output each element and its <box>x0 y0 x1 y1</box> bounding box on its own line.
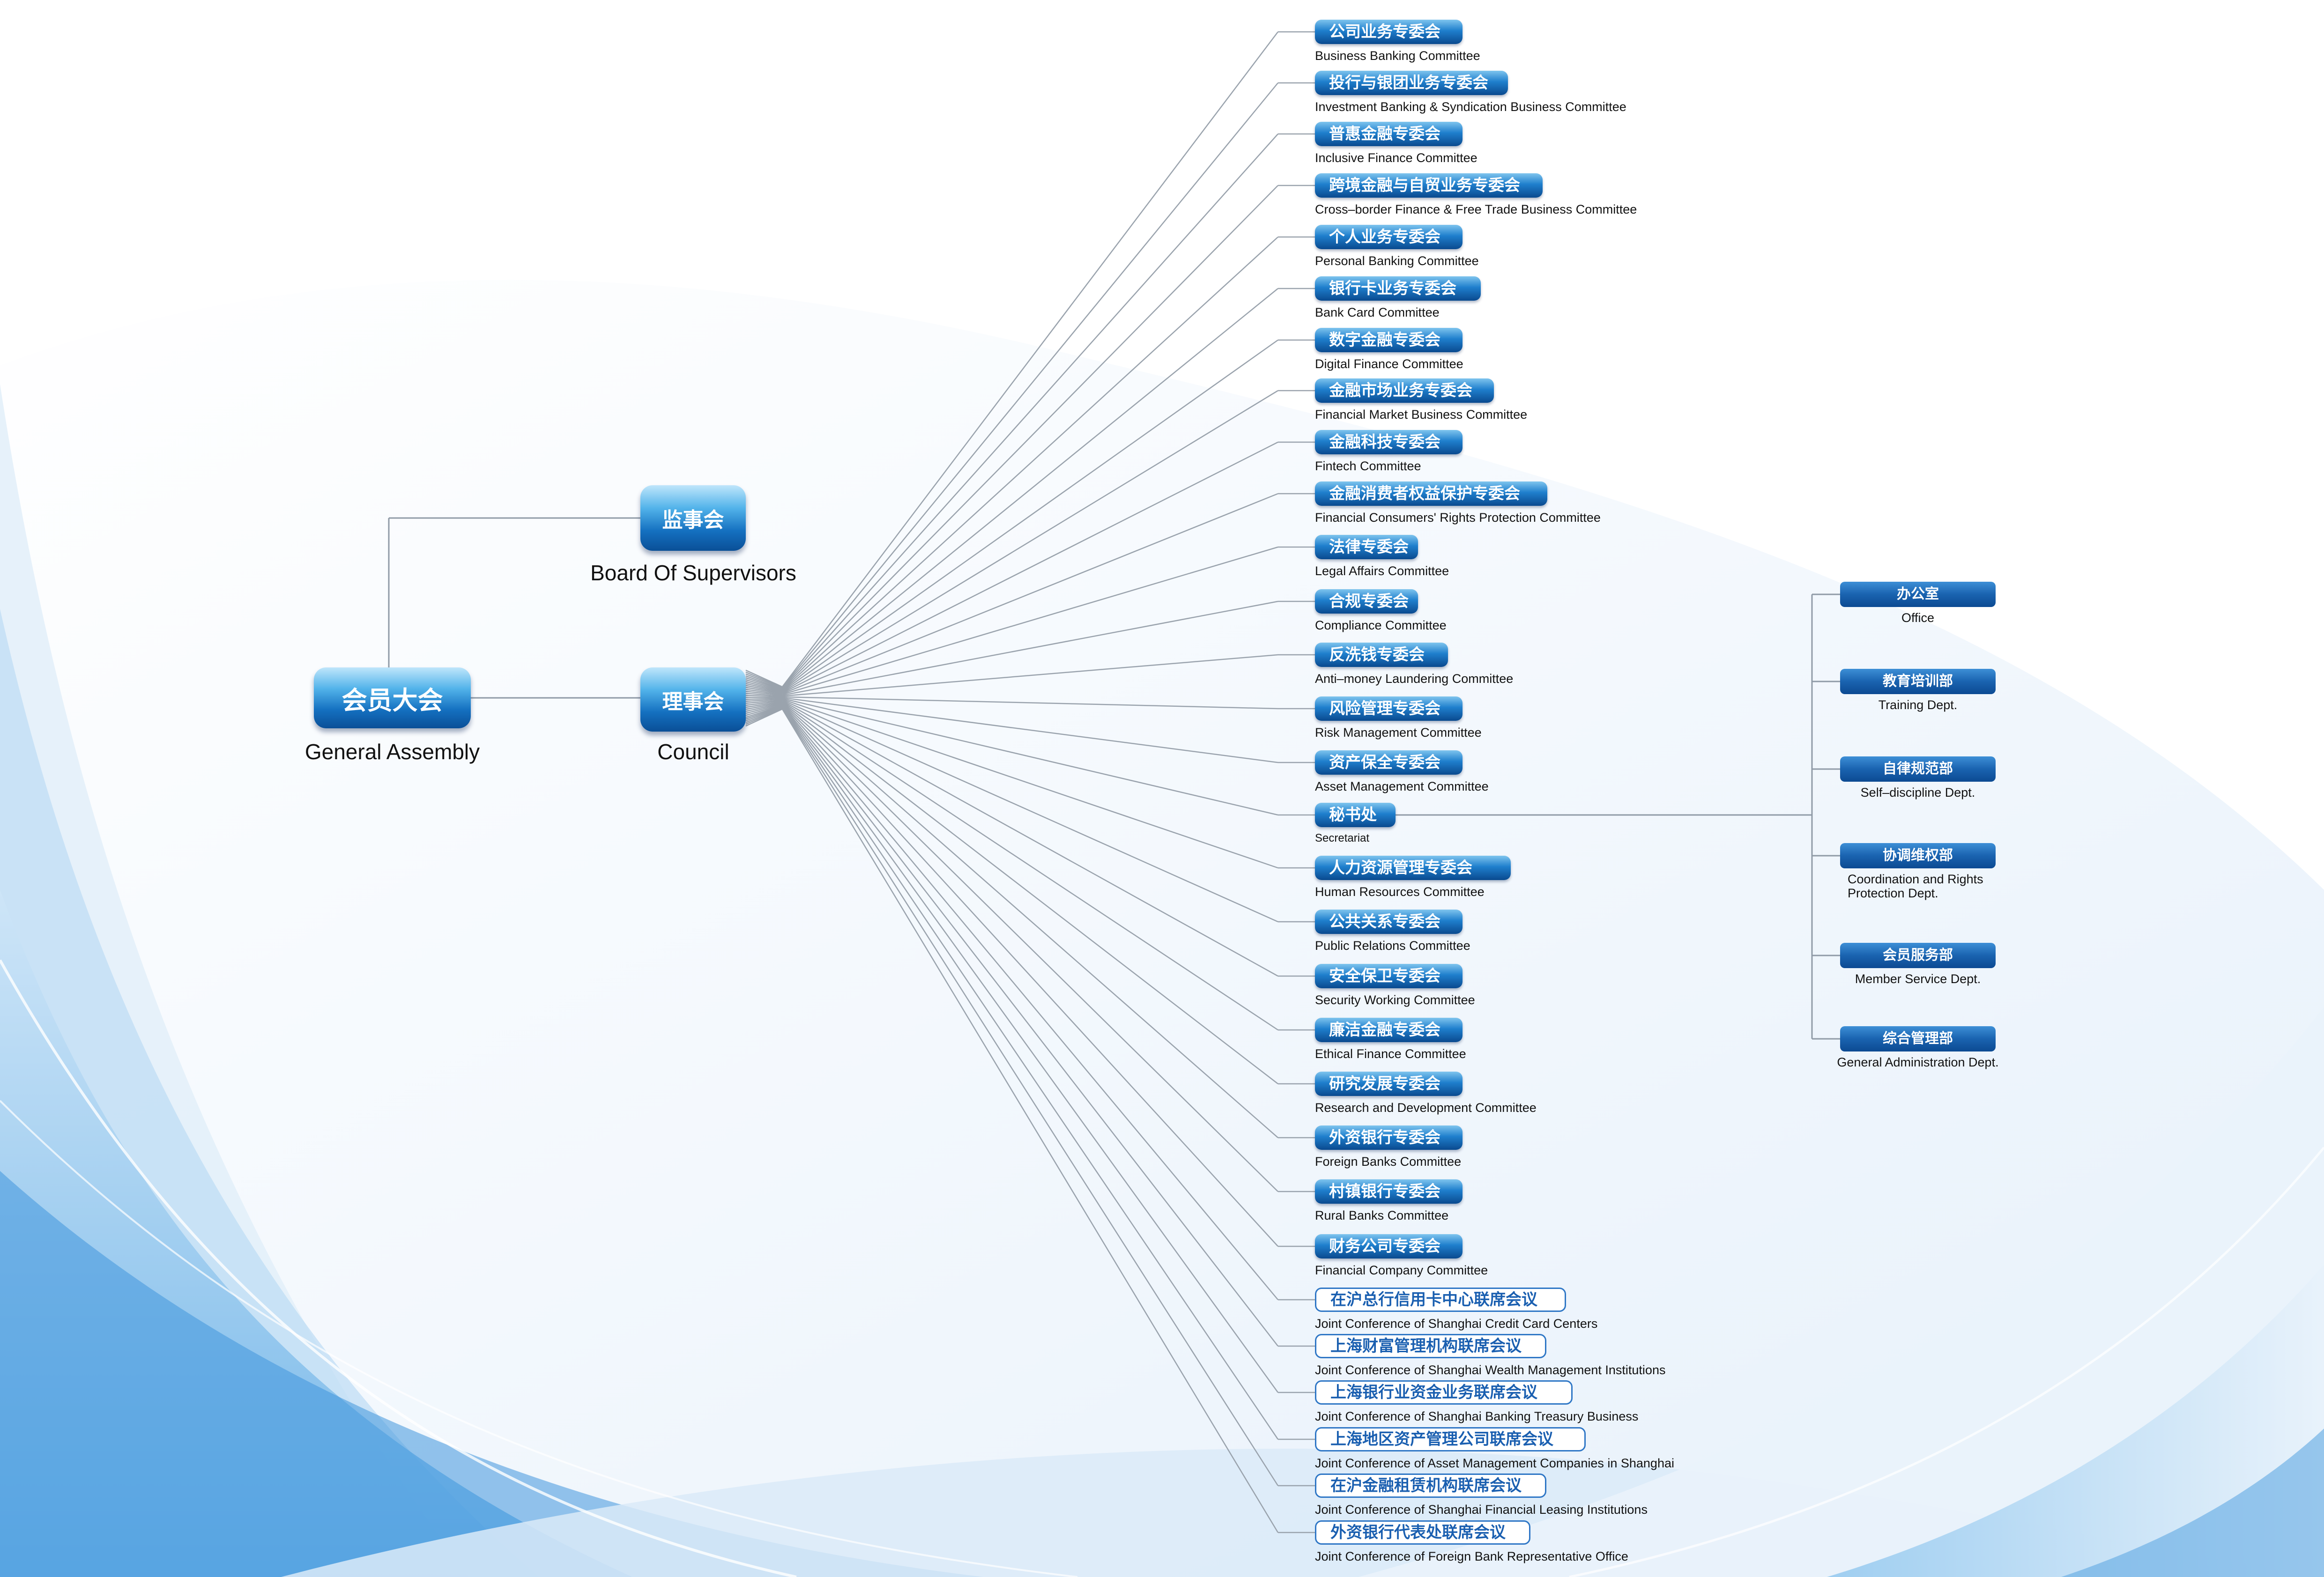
general-assembly-box: 会员大会 <box>314 667 471 728</box>
committee-caption: Research and Development Committee <box>1315 1101 1537 1115</box>
committee-box: 研究发展专委会 <box>1315 1072 1463 1096</box>
committee-caption: Legal Affairs Committee <box>1315 564 1449 578</box>
committee-box: 反洗钱专委会 <box>1315 643 1448 667</box>
committee-box: 法律专委会 <box>1315 535 1418 559</box>
committee-box: 外资银行代表处联席会议 <box>1315 1520 1530 1545</box>
committee-caption: Inclusive Finance Committee <box>1315 151 1478 165</box>
committee-caption: Joint Conference of Shanghai Banking Tre… <box>1315 1409 1639 1423</box>
department-caption: Self–discipline Dept. <box>1860 785 1975 800</box>
committee-box: 安全保卫专委会 <box>1315 964 1463 988</box>
committee-caption: Fintech Committee <box>1315 459 1421 473</box>
department-caption: General Administration Dept. <box>1837 1055 1999 1069</box>
committee-caption: Financial Company Committee <box>1315 1263 1488 1277</box>
committee-box: 廉洁金融专委会 <box>1315 1018 1463 1042</box>
committee-box: 外资银行专委会 <box>1315 1125 1463 1150</box>
committee-box: 投行与银团业务专委会 <box>1315 71 1508 95</box>
department-box: 会员服务部 <box>1840 943 1996 968</box>
department-box: 教育培训部 <box>1840 669 1996 694</box>
committee-box: 跨境金融与自贸业务专委会 <box>1315 173 1543 198</box>
committee-caption: Security Working Committee <box>1315 993 1475 1007</box>
department-caption: Coordination and Rights Protection Dept. <box>1848 872 1983 900</box>
committee-caption: Secretariat <box>1315 832 1370 844</box>
committee-box: 村镇银行专委会 <box>1315 1179 1463 1204</box>
committee-caption: Cross–border Finance & Free Trade Busine… <box>1315 202 1637 216</box>
committee-box: 银行卡业务专委会 <box>1315 276 1481 301</box>
committee-caption: Bank Card Committee <box>1315 305 1440 319</box>
committee-caption: Risk Management Committee <box>1315 726 1482 740</box>
committee-box: 合规专委会 <box>1315 589 1418 614</box>
department-caption: Office <box>1901 611 1935 625</box>
committee-caption: Personal Banking Committee <box>1315 254 1479 268</box>
board-of-supervisors-box: 监事会 <box>640 485 746 551</box>
department-box: 协调维权部 <box>1840 843 1996 868</box>
board-of-supervisors-caption: Board Of Supervisors <box>590 561 796 585</box>
committee-box: 秘书处 <box>1315 803 1396 827</box>
committee-box: 在沪金融租赁机构联席会议 <box>1315 1473 1546 1498</box>
committee-box: 风险管理专委会 <box>1315 696 1463 721</box>
committee-caption: Investment Banking & Syndication Busines… <box>1315 100 1626 114</box>
committee-caption: Foreign Banks Committee <box>1315 1155 1462 1169</box>
department-box: 自律规范部 <box>1840 756 1996 782</box>
committee-caption: Joint Conference of Asset Management Com… <box>1315 1456 1674 1470</box>
committee-caption: Human Resources Committee <box>1315 885 1485 899</box>
committee-box: 财务公司专委会 <box>1315 1234 1463 1259</box>
committee-box: 上海财富管理机构联席会议 <box>1315 1334 1546 1358</box>
committee-caption: Rural Banks Committee <box>1315 1208 1449 1222</box>
council-caption: Council <box>657 740 729 764</box>
committee-caption: Anti–money Laundering Committee <box>1315 672 1514 686</box>
committee-box: 上海银行业资金业务联席会议 <box>1315 1380 1573 1405</box>
committee-box: 数字金融专委会 <box>1315 328 1463 352</box>
department-box: 综合管理部 <box>1840 1026 1996 1051</box>
committee-box: 金融科技专委会 <box>1315 430 1463 454</box>
committee-box: 在沪总行信用卡中心联席会议 <box>1315 1288 1566 1312</box>
committee-caption: Financial Market Business Committee <box>1315 407 1528 422</box>
committee-caption: Asset Management Committee <box>1315 779 1489 793</box>
committee-box: 资产保全专委会 <box>1315 750 1463 775</box>
committee-caption: Public Relations Committee <box>1315 939 1470 953</box>
committee-caption: Digital Finance Committee <box>1315 357 1463 371</box>
general-assembly-caption: General Assembly <box>304 740 480 764</box>
committee-box: 金融市场业务专委会 <box>1315 378 1494 403</box>
committee-caption: Joint Conference of Foreign Bank Represe… <box>1315 1549 1628 1563</box>
committee-box: 金融消费者权益保护专委会 <box>1315 481 1547 506</box>
committee-box: 公司业务专委会 <box>1315 20 1463 44</box>
committee-box: 人力资源管理专委会 <box>1315 856 1511 880</box>
committee-box: 公共关系专委会 <box>1315 910 1463 934</box>
committee-caption: Business Banking Committee <box>1315 49 1480 63</box>
committee-caption: Joint Conference of Shanghai Credit Card… <box>1315 1317 1598 1331</box>
committee-caption: Joint Conference of Shanghai Wealth Mana… <box>1315 1363 1666 1377</box>
committee-caption: Joint Conference of Shanghai Financial L… <box>1315 1503 1648 1517</box>
department-caption: Member Service Dept. <box>1855 972 1981 986</box>
committee-box: 上海地区资产管理公司联席会议 <box>1315 1427 1586 1451</box>
committee-box: 普惠金融专委会 <box>1315 122 1463 146</box>
committee-caption: Compliance Committee <box>1315 618 1447 632</box>
committee-caption: Financial Consumers' Rights Protection C… <box>1315 511 1601 525</box>
department-box: 办公室 <box>1840 582 1996 607</box>
council-box: 理事会 <box>640 667 746 732</box>
committee-caption: Ethical Finance Committee <box>1315 1047 1466 1061</box>
department-caption: Training Dept. <box>1878 698 1958 712</box>
committee-box: 个人业务专委会 <box>1315 225 1463 249</box>
